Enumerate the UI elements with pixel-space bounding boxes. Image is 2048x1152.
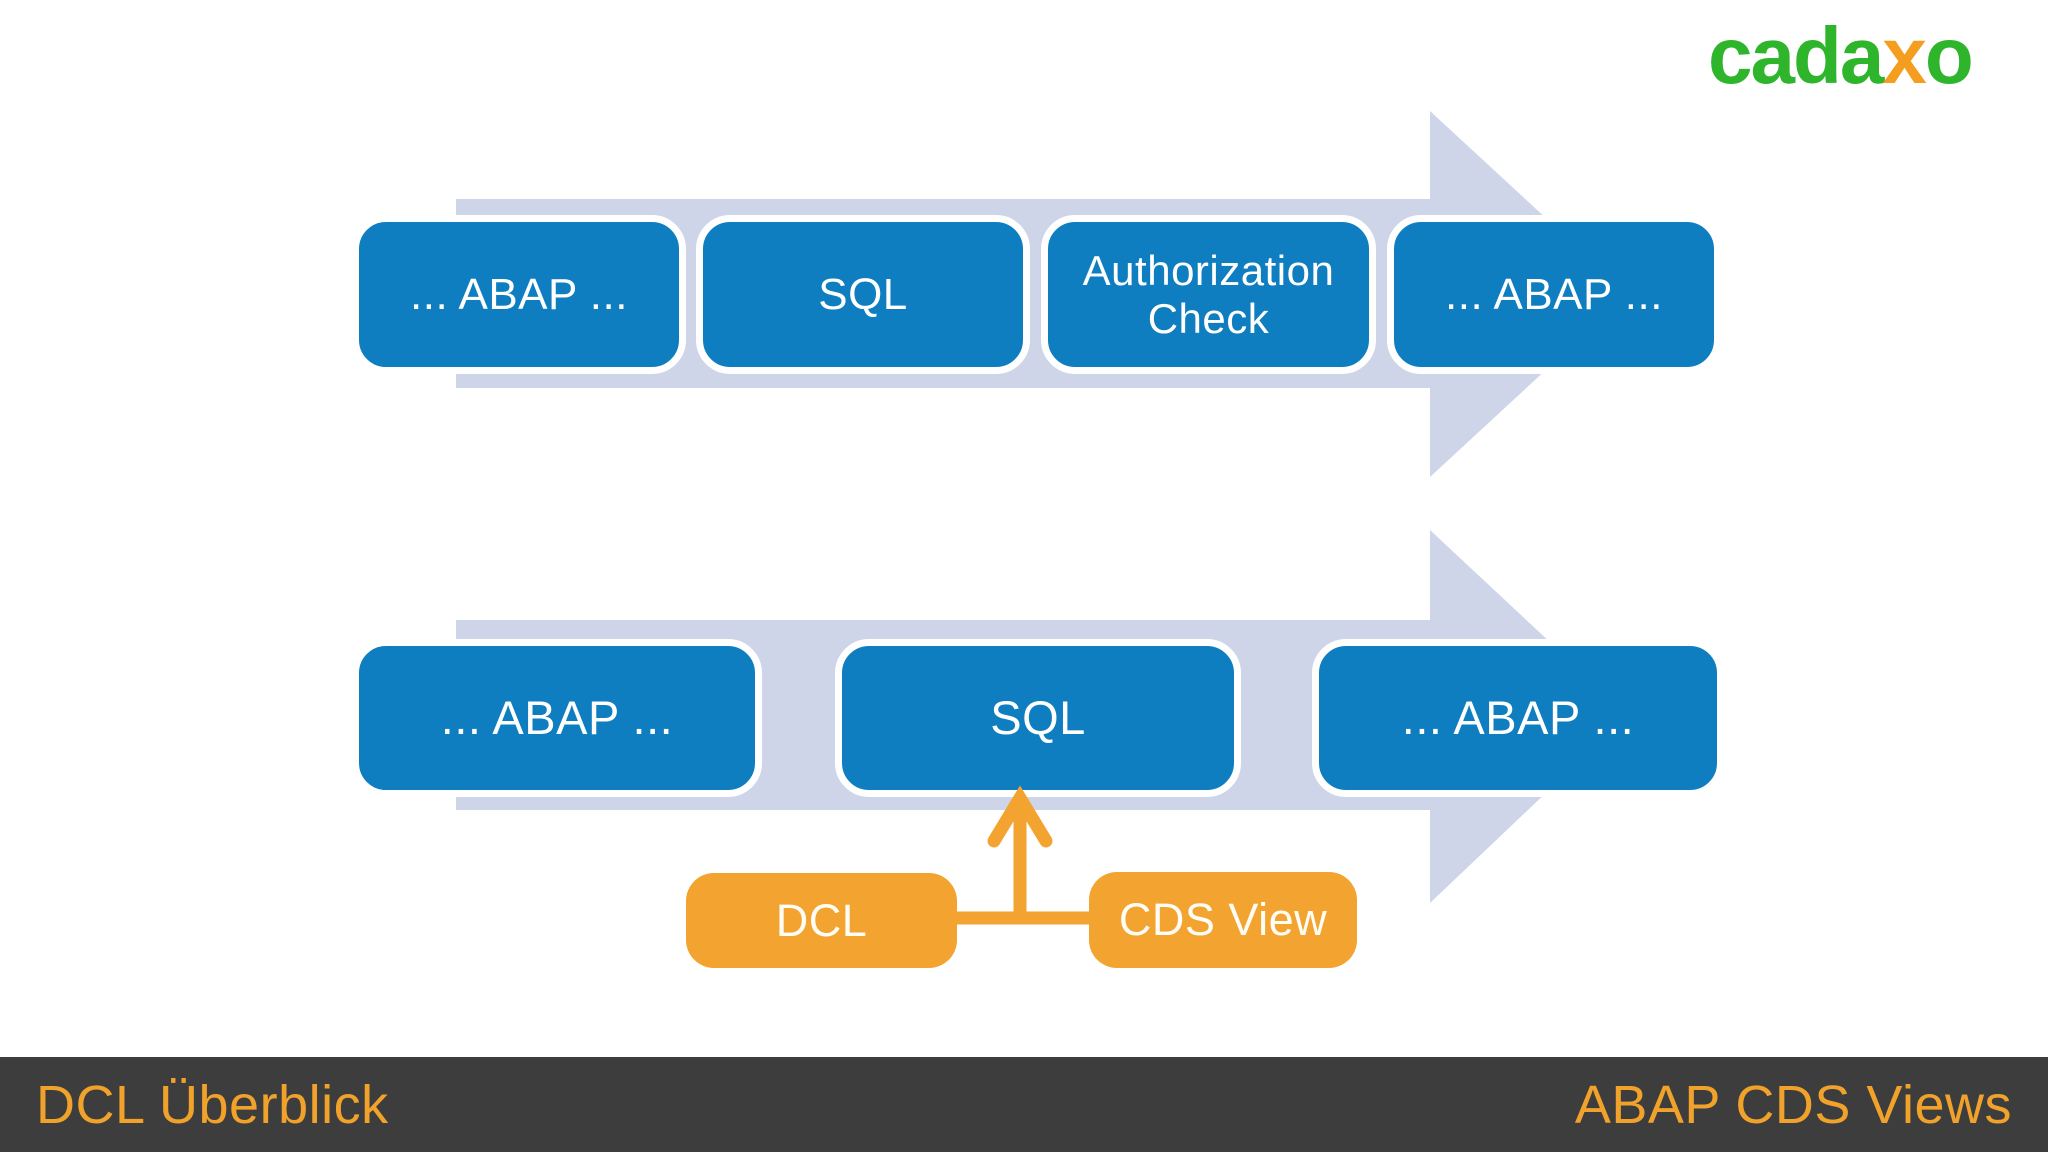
flow-bottom-box-sql: SQL (835, 639, 1241, 797)
dcl-box: DCL (686, 873, 957, 968)
logo-text-green-1: cada (1708, 11, 1884, 100)
flow-bottom-box-abap-right-label: ... ABAP ... (1401, 690, 1635, 744)
logo-text-green-2: o (1924, 11, 1974, 100)
dcl-box-label: DCL (775, 894, 868, 946)
flow-bottom-box-sql-label: SQL (990, 690, 1086, 744)
flow-bottom-box-abap-right: ... ABAP ... (1312, 639, 1724, 797)
presentation-title: ABAP CDS Views (1574, 1074, 2012, 1135)
flow-top-box-abap-left-label: ... ABAP ... (410, 269, 628, 319)
flow-top-box-authorization-check: Authorization Check (1041, 215, 1376, 374)
flow-top-box-authorization-check-label: Authorization Check (1082, 247, 1335, 342)
up-arrow-head-icon (987, 785, 1053, 848)
flow-top-box-abap-right-label: ... ABAP ... (1445, 269, 1663, 319)
slide-title: DCL Überblick (36, 1074, 389, 1135)
flow-top-box-abap-left: ... ABAP ... (352, 215, 686, 374)
flow-top-box-abap-right: ... ABAP ... (1387, 215, 1721, 374)
footer-bar: DCL Überblick ABAP CDS Views (0, 1057, 2048, 1152)
flow-bottom-box-abap-left-label: ... ABAP ... (440, 690, 674, 744)
cds-view-box-label: CDS View (1118, 894, 1328, 945)
cds-view-box: CDS View (1089, 872, 1357, 968)
flow-top-box-sql-label: SQL (818, 269, 908, 319)
cadaxo-logo: cadaxo (1708, 11, 1974, 100)
flow-top-box-sql: SQL (696, 215, 1030, 374)
flow-bottom-box-abap-left: ... ABAP ... (352, 639, 762, 797)
logo-text-orange-x: x (1882, 11, 1926, 100)
